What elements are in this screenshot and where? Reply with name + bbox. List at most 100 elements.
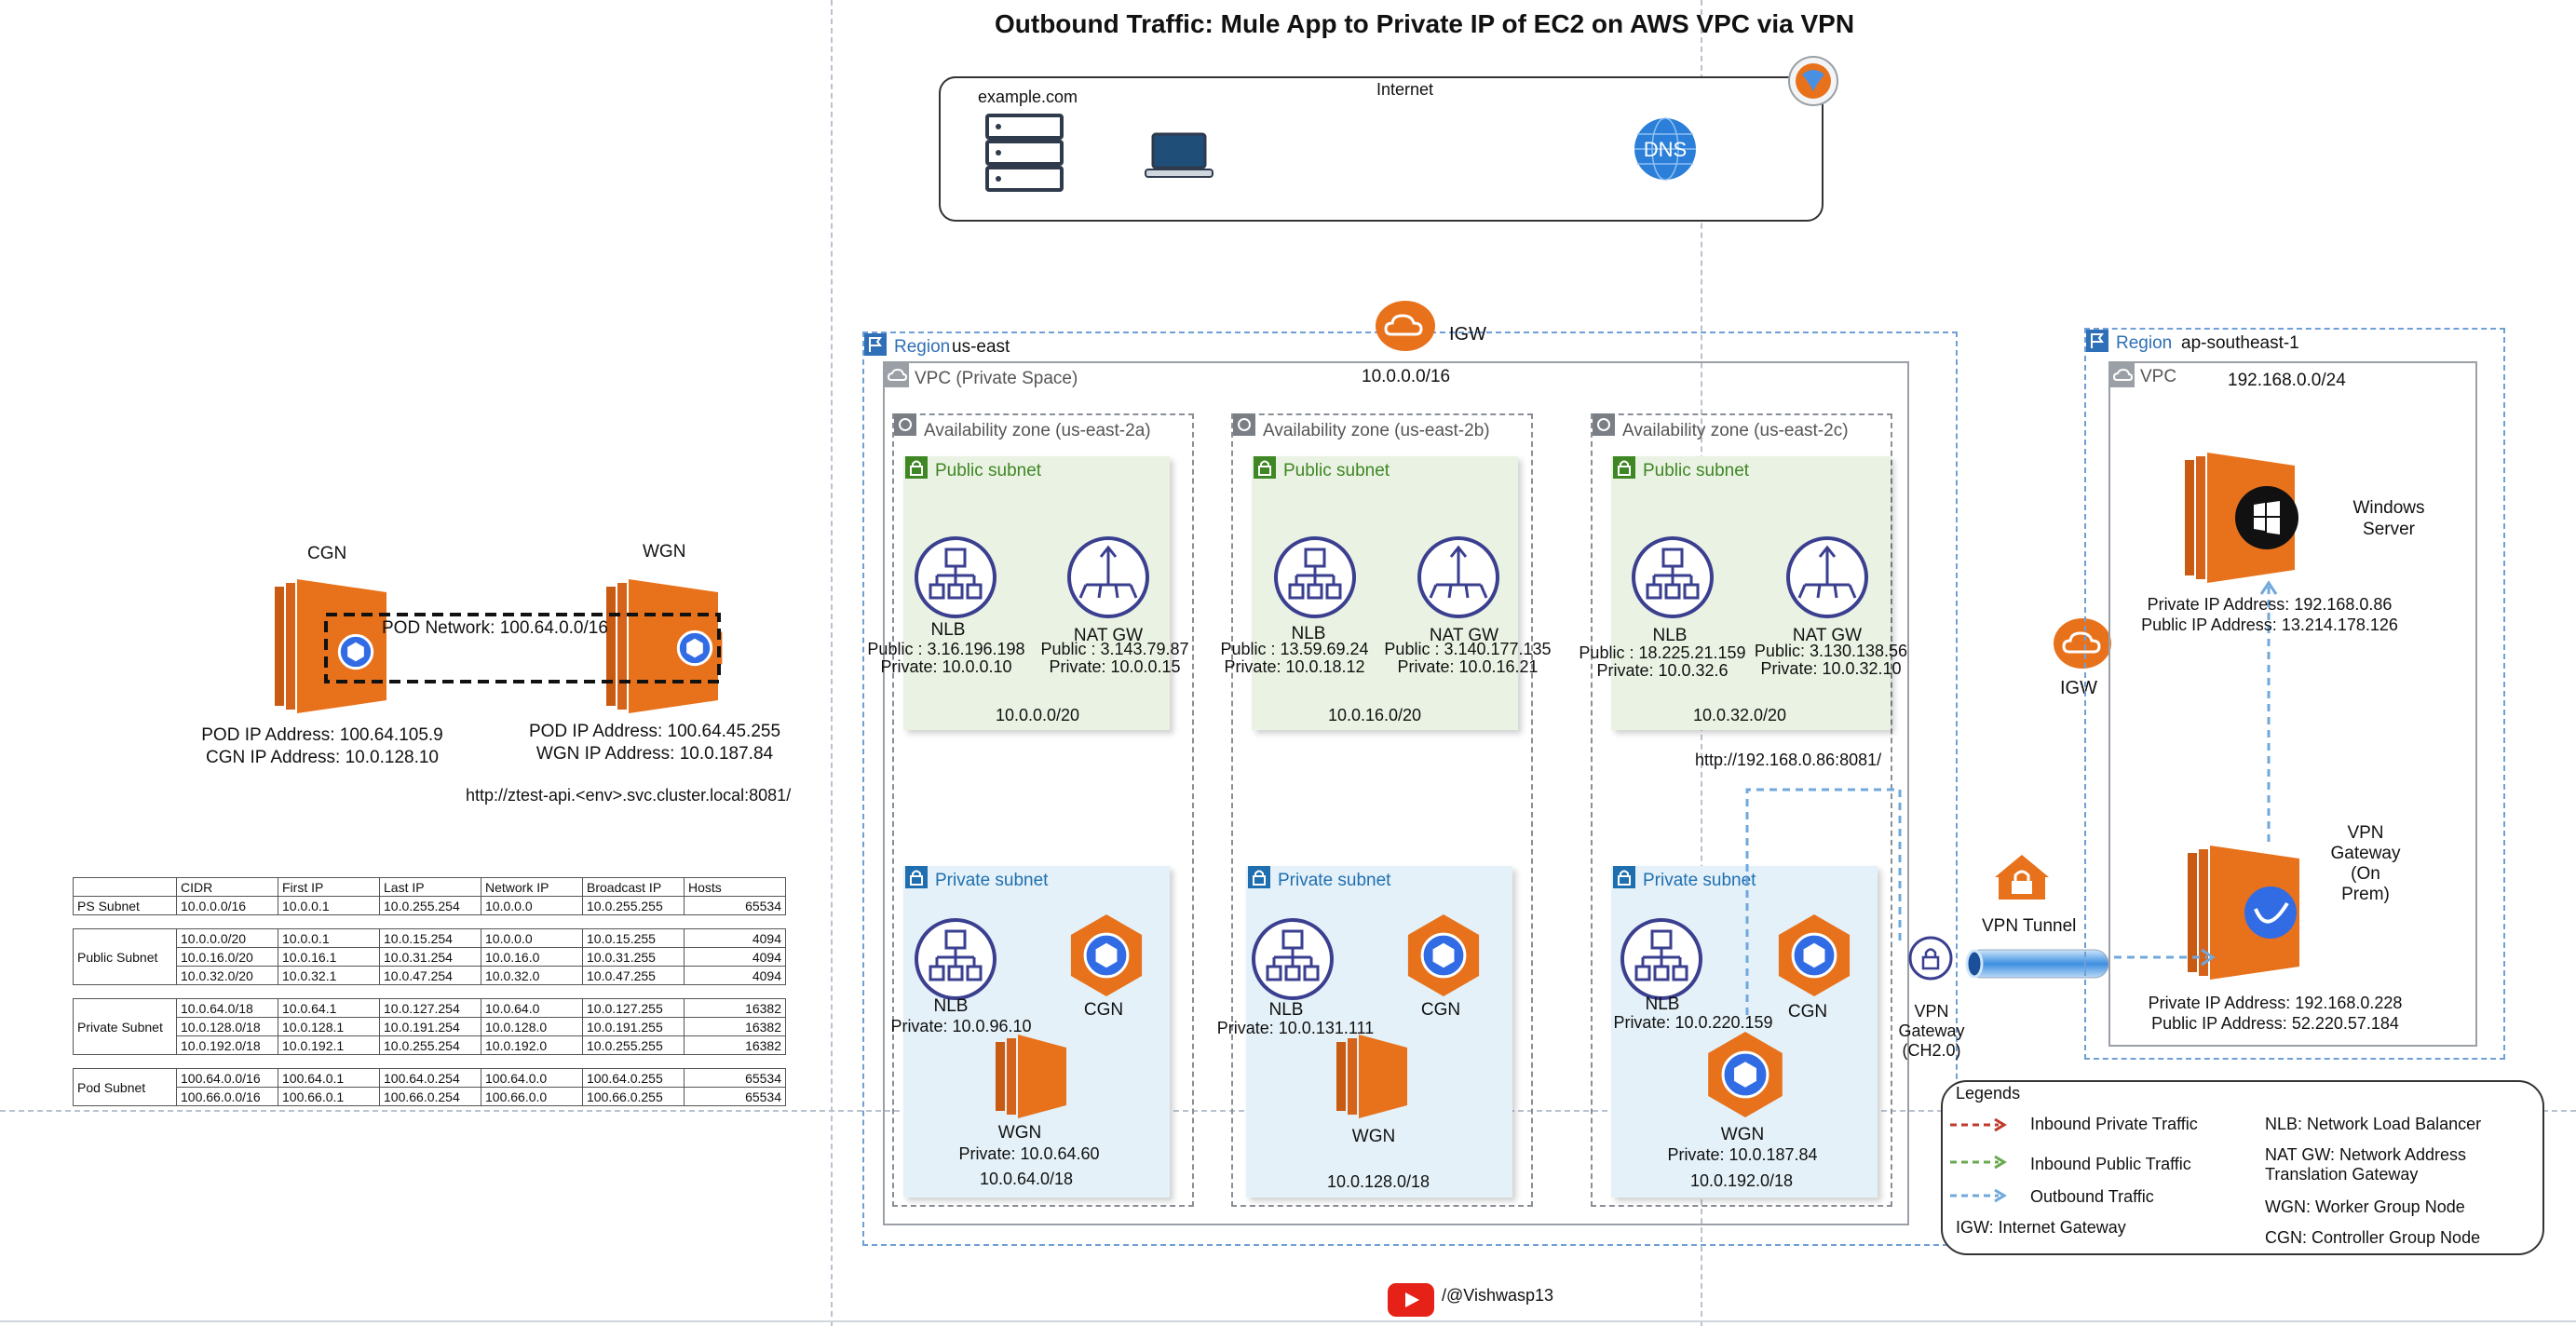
cidr-group-name: Pod Subnet: [73, 1068, 177, 1106]
vpn-onprem-ips: Private IP Address: 192.168.0.228 Public…: [2148, 994, 2403, 1033]
laptop-icon: [1145, 132, 1213, 178]
cidr-header-cell: First IP: [278, 877, 380, 897]
cidr-cell: 10.0.192.1: [278, 1035, 380, 1055]
legend-cgn-def: CGN: Controller Group Node: [2265, 1228, 2481, 1247]
wgn-label: WGN: [997, 1123, 1042, 1143]
cgn-icon: [1778, 914, 1851, 996]
igw-label: IGW: [1449, 324, 1486, 345]
region-flag-icon: [864, 333, 887, 356]
private-subnet-label: Private subnet: [935, 871, 1049, 890]
region-name: ap-southeast-1: [2181, 333, 2299, 353]
public-subnet-cidr: 10.0.32.0/20: [1692, 706, 1787, 724]
az-icon: [894, 413, 916, 436]
region-flag-icon: [2086, 330, 2108, 352]
cidr-cell: 4094: [684, 966, 786, 985]
cidr-cell: 100.66.0.255: [582, 1087, 685, 1106]
cidr-cell: 16382: [684, 1017, 786, 1036]
nlb-ip-label: Public : 3.16.196.198 Private: 10.0.0.10: [867, 640, 1025, 676]
youtube-icon[interactable]: [1388, 1283, 1434, 1317]
igw-right-label: IGW: [2060, 678, 2097, 698]
cidr-header-cell: Hosts: [684, 877, 786, 897]
az-label: Availability zone (us-east-2a): [924, 421, 1151, 440]
footer-handle[interactable]: /@Vishwasp13: [1442, 1286, 1554, 1305]
public-subnet-cidr: 10.0.16.0/20: [1327, 706, 1422, 724]
cidr-group-name: Public Subnet: [73, 928, 177, 985]
legend-natgw-def: NAT GW: Network Address Translation Gate…: [2265, 1145, 2467, 1184]
windows-server-ips: Private IP Address: 192.168.0.86 Public …: [2141, 595, 2398, 634]
cidr-header-cell: Last IP: [379, 877, 481, 897]
cidr-cell: 10.0.64.0/18: [176, 998, 278, 1018]
natgw-label: NAT GW: [1073, 626, 1144, 645]
cidr-cell: 10.0.32.1: [278, 966, 380, 985]
cidr-gap-cell: [481, 914, 583, 929]
cidr-group-name: PS Subnet: [73, 896, 177, 915]
dns-icon: DNS: [1634, 117, 1696, 181]
pod-network-label: POD Network: 100.64.0.0/16: [382, 618, 608, 638]
cidr-cell: 100.66.0.0/16: [176, 1087, 278, 1106]
public-subnet-cidr: 10.0.0.0/20: [995, 706, 1080, 724]
lock-icon: [1613, 866, 1635, 888]
cidr-cell: 10.0.16.0/20: [176, 947, 278, 967]
internet-label: Internet: [1376, 80, 1434, 99]
wgn-k8s-icon: [667, 616, 723, 680]
az-us-east-2a: [892, 413, 1194, 1207]
legend-wgn-def: WGN: Worker Group Node: [2265, 1197, 2465, 1216]
vpn-gateway-label: VPN Gateway (CH2.0): [1898, 1002, 1965, 1060]
cidr-gap-cell: [379, 914, 481, 929]
service-url: http://ztest-api.<env>.svc.cluster.local…: [466, 786, 792, 805]
nlb-label: NLB: [1652, 626, 1688, 645]
cgn-icon: [1407, 914, 1480, 996]
az-icon: [1233, 413, 1255, 436]
cidr-gap-cell: [481, 984, 583, 999]
lock-icon: [1254, 456, 1276, 479]
cidr-cell: 100.66.0.1: [278, 1087, 380, 1106]
vpc-cloud-icon: [2110, 363, 2135, 387]
nat-gateway-icon: [1417, 536, 1499, 618]
cidr-cell: 10.0.15.254: [379, 928, 481, 948]
cidr-cell: 10.0.16.1: [278, 947, 380, 967]
private-nlb-label: NLB: [933, 996, 969, 1016]
cidr-gap-cell: [176, 1054, 278, 1069]
nlb-icon: [1620, 918, 1702, 1000]
nlb-icon: [915, 918, 997, 1000]
wgn-ec2-icon: [1336, 1035, 1407, 1118]
legend-nlb-def: NLB: Network Load Balancer: [2265, 1115, 2482, 1133]
cidr-cell: 100.64.0.254: [379, 1068, 481, 1088]
cidr-cell: 10.0.32.0/20: [176, 966, 278, 985]
cidr-cell: 10.0.128.0/18: [176, 1017, 278, 1036]
cidr-cell: 100.66.0.254: [379, 1087, 481, 1106]
private-nlb-label: NLB: [1645, 994, 1680, 1014]
vpc-ap: [2108, 361, 2477, 1047]
cidr-cell: 100.64.0.1: [278, 1068, 380, 1088]
cidr-cell: 65534: [684, 1068, 786, 1088]
legend-outbound: Outbound Traffic: [2030, 1187, 2154, 1206]
cidr-cell: 10.0.127.255: [582, 998, 685, 1018]
igw-cloud-icon: [2054, 618, 2111, 669]
cidr-cell: 16382: [684, 1035, 786, 1055]
cidr-gap-cell: [684, 914, 786, 929]
server-label: example.com: [978, 88, 1078, 106]
page-bottom-border: [0, 1320, 2576, 1322]
windows-server-icon: [2185, 453, 2298, 583]
legend-title: Legends: [1956, 1084, 2021, 1103]
legend-box: [1941, 1080, 2544, 1255]
cidr-gap-cell: [176, 914, 278, 929]
private-nlb-ip: Private: 10.0.96.10: [890, 1017, 1032, 1035]
cidr-cell: 10.0.191.254: [379, 1017, 481, 1036]
cgn-node-ips: POD IP Address: 100.64.105.9 CGN IP Addr…: [201, 725, 443, 767]
cidr-group-name: Private Subnet: [73, 998, 177, 1055]
cgn-icon: [1070, 914, 1143, 996]
region-word: Region: [2116, 333, 2173, 353]
cidr-cell: 10.0.32.0: [481, 966, 583, 985]
az-us-east-2b: [1231, 413, 1533, 1207]
cidr-cell: 10.0.31.254: [379, 947, 481, 967]
cidr-cell: 10.0.47.254: [379, 966, 481, 985]
cidr-cell: 10.0.255.255: [582, 896, 685, 915]
